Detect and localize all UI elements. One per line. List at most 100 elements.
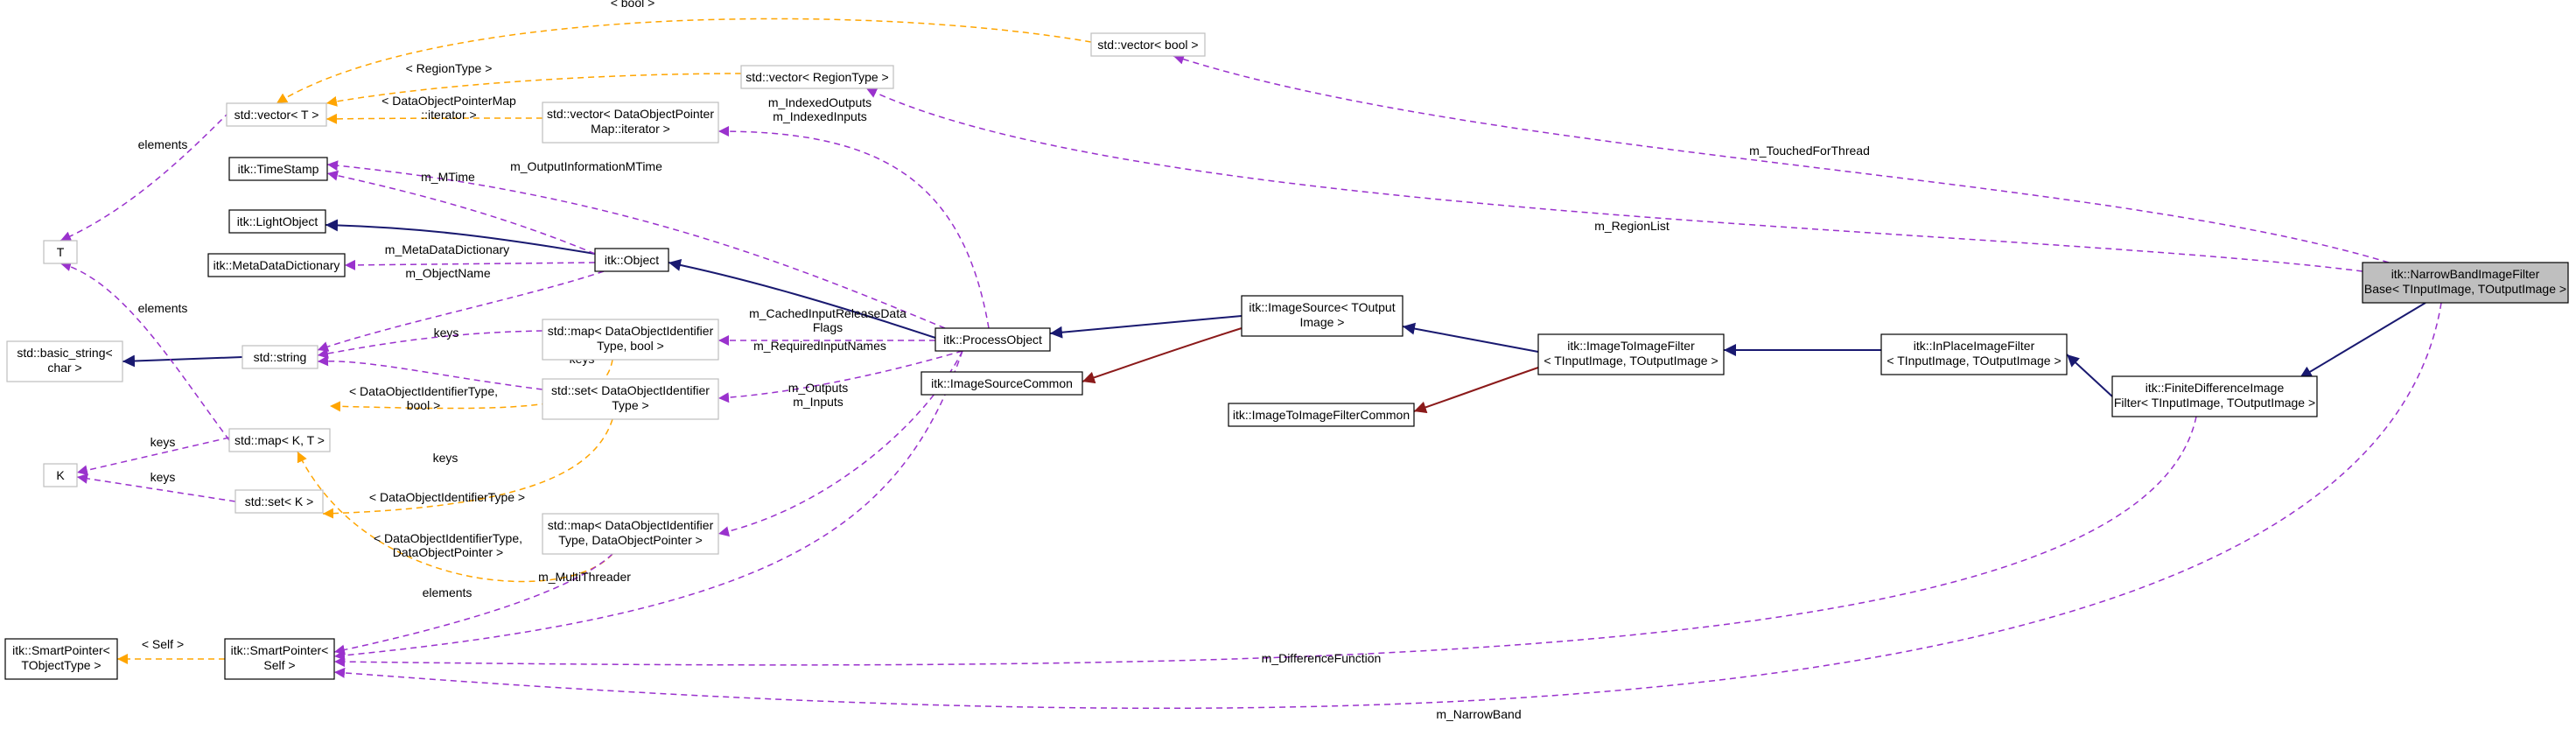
edge-label-self: < Self > [142,637,184,651]
node-label: itk::ImageToImageFilterCommon [1233,408,1410,422]
usage-edge [718,126,990,329]
node-label: K [56,468,65,482]
usage-edge [1172,53,2390,263]
node-label: T [57,245,65,259]
node-smartptrSelf[interactable]: itk::SmartPointer<Self > [224,638,335,680]
node-inplace[interactable]: itk::InPlaceImageFilter< TInputImage, TO… [1880,333,2068,375]
node-setK: std::set< K > [234,489,324,514]
node-metadatadict[interactable]: itk::MetaDataDictionary [207,253,346,277]
node-box [43,240,78,264]
node-vectorregion: std::vector< RegionType > [740,65,894,89]
node-imgtoimgcommon[interactable]: itk::ImageToImageFilterCommon [1228,403,1415,427]
edge-label-doit_dop: < DataObjectIdentifierType,DataObjectPoi… [374,531,522,559]
node-label: std::vector< T > [234,108,319,122]
node-box [228,157,328,181]
node-box [2111,375,2318,417]
node-label: std::set< K > [245,494,314,508]
node-box [228,428,331,452]
node-box [2362,262,2569,304]
node-vectorbool: std::vector< bool > [1090,32,1206,57]
template-edge [326,73,742,107]
usage-edge [76,437,230,476]
node-box [542,102,719,144]
node-label: itk::ImageSourceCommon [931,376,1073,390]
edge-label-keys_k2: keys [150,470,176,484]
node-box [1880,333,2068,375]
node-box [228,209,326,234]
node-vectorT: std::vector< T > [226,102,327,127]
node-T: T [43,240,78,264]
edge-label-dopmap: < DataObjectPointerMap::iterator > [382,94,516,122]
edge-label-mtime: m_MTime [421,170,475,184]
template-edge [326,113,543,124]
node-label: itk::MetaDataDictionary [214,258,340,272]
usage-edge [317,330,543,359]
node-label: std::basic_string<char > [17,346,112,375]
node-lightobject[interactable]: itk::LightObject [228,209,326,234]
node-timestamp[interactable]: itk::TimeStamp [228,157,328,181]
node-label: itk::SmartPointer<TObjectType > [12,643,110,672]
usage-edge [718,350,963,403]
usage-edge [865,88,2363,272]
node-label: std::string [254,350,307,364]
private-inheritance-edge [1082,327,1242,384]
node-box [1090,32,1206,57]
inheritance-edge [2066,354,2113,397]
inheritance-edge [325,219,596,255]
template-edge [322,418,613,519]
node-box [226,102,327,127]
node-box [542,513,719,555]
usage-edge [344,259,596,270]
node-smartptrT[interactable]: itk::SmartPointer<TObjectType > [4,638,118,680]
node-object[interactable]: itk::Object [594,248,669,272]
node-label: std::vector< RegionType > [746,70,888,84]
node-box [1241,295,1404,337]
node-imgtoimg[interactable]: itk::ImageToImageFilter< TInputImage, TO… [1537,333,1725,375]
node-box [242,345,318,369]
node-label: itk::LightObject [237,214,318,228]
edge-label-regionlist: m_RegionList [1594,219,1670,233]
inheritance-edge [2299,302,2426,379]
node-basicstring: std::basic_string<char > [6,340,123,382]
usage-edge [333,350,963,661]
node-processobject[interactable]: itk::ProcessObject [934,327,1051,352]
edge-label-keys_map: keys [434,326,459,340]
node-box [920,371,1083,396]
inheritance-edge [1402,322,1539,353]
edge-label-doit: < DataObjectIdentifierType > [369,490,525,504]
usage-edge [326,170,596,255]
template-edge [297,451,613,583]
node-label: std::map< K, T > [234,433,325,447]
node-box [1228,403,1415,427]
node-stdstring: std::string [242,345,318,369]
node-box [4,638,118,680]
node-box [542,319,719,361]
node-imagesourcecommon[interactable]: itk::ImageSourceCommon [920,371,1083,396]
inheritance-edge [668,259,936,339]
usage-edge [326,160,946,329]
node-box [594,248,669,272]
edge-label-keys_k1: keys [150,435,176,449]
edge-label-touched: m_TouchedForThread [1749,144,1870,158]
node-label: itk::Object [605,253,659,267]
edge-label-bool: < bool > [611,0,655,10]
template-edge [276,18,1092,104]
node-K: K [43,463,78,487]
node-box [207,253,346,277]
edge-label-outinfo: m_OutputInformationMTime [510,159,662,173]
usage-edge [60,111,230,242]
edge-label-keys_mid: keys [433,451,458,465]
usage-edge [333,416,2197,668]
